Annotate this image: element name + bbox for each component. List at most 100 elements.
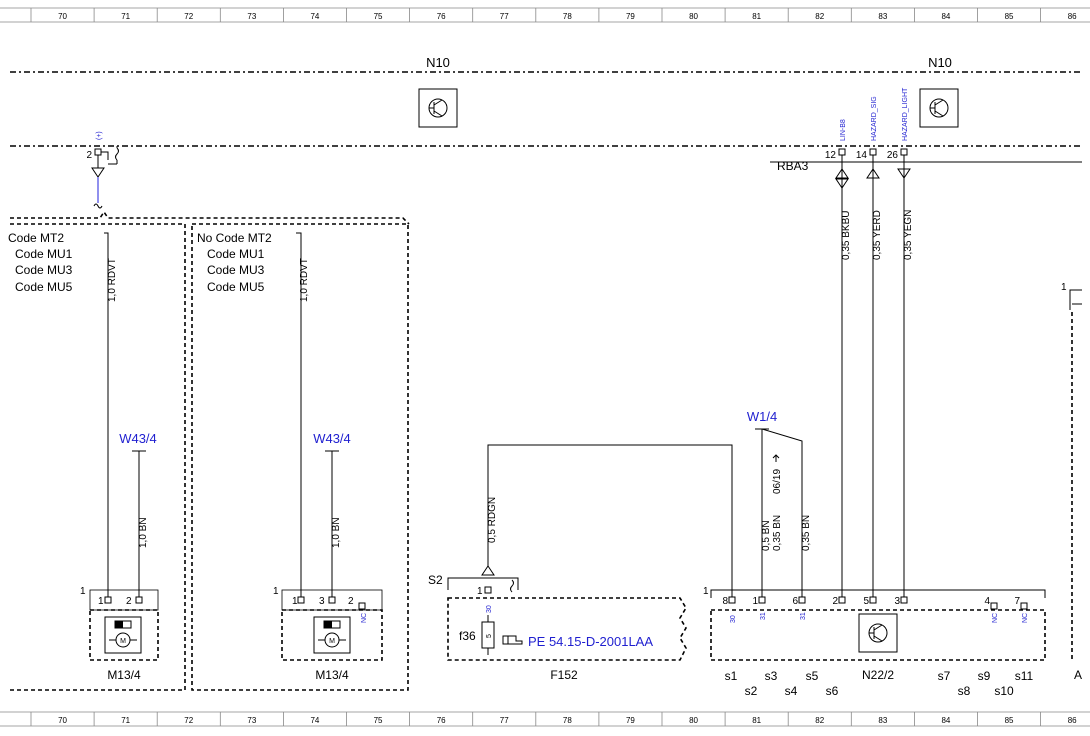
top-ruler-label: 80 — [689, 12, 698, 21]
top-ruler-label: 86 — [1068, 12, 1077, 21]
n10-pin-2[interactable]: (+) 2 — [86, 131, 119, 165]
top-ruler-label: 77 — [500, 12, 509, 21]
fuse-f36-label: f36 — [459, 629, 476, 643]
n22-pin-4[interactable]: 4 — [984, 596, 998, 610]
n22-pin-7[interactable]: 7 — [1014, 596, 1028, 610]
ground-w43-right[interactable]: W43/4 — [313, 431, 351, 446]
pe-reference-link[interactable]: PE 54.15-D-2001LAA — [528, 634, 653, 649]
wire-label-bn-right: 1,0 BN — [331, 517, 342, 548]
n22-pin-number: 7 — [1014, 596, 1020, 607]
bottom-ruler-label: 82 — [815, 716, 824, 725]
bottom-ruler-label: 84 — [941, 716, 950, 725]
bottom-ruler-label: 86 — [1068, 716, 1077, 725]
rba3-label: RBA3 — [777, 159, 809, 173]
variant-box-right — [191, 223, 409, 691]
ground-w1-4[interactable]: W1/4 — [747, 409, 777, 424]
rba3-pin-14[interactable]: HAZARD_SIG 14 — [856, 96, 878, 161]
wire-rdgn — [487, 444, 733, 598]
switch-label: s7 — [938, 669, 951, 683]
top-ruler-label: 74 — [310, 12, 319, 21]
bottom-ruler-label: 81 — [752, 716, 761, 725]
wire-label-rdvt-left: 1,0 RDVT — [107, 258, 118, 302]
n22-pin-6[interactable]: 6 — [792, 596, 806, 607]
n22-pin-2[interactable]: 2 — [832, 596, 846, 607]
right-edge-label: A — [1074, 668, 1082, 682]
n22-ref-pin: 1 — [703, 586, 709, 597]
top-ruler-label: 85 — [1005, 12, 1014, 21]
motor-right-pin-2: 2 — [348, 596, 354, 607]
pin-26-number: 26 — [887, 150, 899, 161]
rba3-pin-12[interactable]: LIN-B8 12 — [825, 119, 847, 161]
switch-label: s6 — [826, 684, 839, 698]
top-ruler-label: 83 — [878, 12, 887, 21]
motor-left-m-glyph: M — [120, 638, 126, 645]
ground-w43-left[interactable]: W43/4 — [119, 431, 157, 446]
top-ruler-label: 71 — [121, 12, 130, 21]
n22-pin-number: 4 — [984, 596, 990, 607]
top-ruler-label: 73 — [247, 12, 256, 21]
motor-right-label: M13/4 — [315, 668, 349, 682]
wire-label-bkbu: 0,35 BKBU — [841, 211, 852, 260]
motor-m13-right[interactable]: 1 1 3 2 NC M — [273, 586, 383, 661]
n22-pin-number: 1 — [752, 596, 758, 607]
hazard-light-label: HAZARD_LIGHT — [902, 87, 909, 141]
n22-pin-5[interactable]: 5 — [863, 596, 877, 607]
wire-break-symbol — [93, 203, 103, 209]
top-ruler-label: 76 — [437, 12, 446, 21]
switch-label: s8 — [958, 684, 971, 698]
f152-pin-30-label: 30 — [486, 605, 493, 613]
bottom-ruler-label: 71 — [121, 716, 130, 725]
note-06-19: 06/19 — [772, 469, 783, 494]
code-left-3: Code MU3 — [15, 263, 73, 277]
wire-label-bn-05: 0,5 BN — [761, 520, 772, 551]
code-list-right: No Code MT2 Code MU1 Code MU3 Code MU5 — [197, 231, 272, 294]
code-left-1: Code MT2 — [8, 231, 64, 245]
switch-label: s1 — [725, 669, 738, 683]
code-left-2: Code MU1 — [15, 247, 73, 261]
wire-label-bn-035-a: 0,35 BN — [772, 515, 783, 551]
s2-label: S2 — [428, 573, 443, 587]
switch-label: s3 — [765, 669, 778, 683]
hand-pointer-icon — [502, 635, 523, 645]
code-left-4: Code MU5 — [15, 280, 73, 294]
bottom-ruler-label: 73 — [247, 716, 256, 725]
wire-bn-035-b — [761, 428, 803, 598]
n10-left-module-icon[interactable] — [418, 88, 458, 128]
bottom-ruler-label: 75 — [374, 716, 383, 725]
switch-label: s2 — [745, 684, 758, 698]
code-list-left: Code MT2 Code MU1 Code MU3 Code MU5 — [8, 231, 73, 294]
n22-pin-number: 5 — [863, 596, 869, 607]
bottom-ruler-label: 72 — [184, 716, 193, 725]
right-edge-pin: 1 — [1061, 282, 1067, 293]
bottom-ruler-label: 79 — [626, 716, 635, 725]
wire-label-bn-035-b: 0,35 BN — [801, 515, 812, 551]
connector-arrow-f152 — [481, 565, 495, 576]
top-ruler-label: 72 — [184, 12, 193, 21]
n22-pin-8[interactable]: 8 — [722, 596, 736, 607]
code-right-3: Code MU3 — [207, 263, 265, 277]
n22-pin-number: 3 — [894, 596, 900, 607]
switch-label: s11 — [1015, 669, 1034, 683]
bottom-ruler-label: 70 — [58, 716, 67, 725]
switch-label: s10 — [994, 684, 1014, 698]
f152-label: F152 — [550, 668, 578, 682]
n22-pin-3[interactable]: 3 — [894, 596, 908, 607]
n22-pin-number: 2 — [832, 596, 838, 607]
n22-pin-number: 6 — [792, 596, 798, 607]
motor-left-pin-2: 2 — [126, 596, 132, 607]
rba3-pin-26[interactable]: HAZARD_LIGHT 26 — [887, 87, 909, 161]
top-ruler-label: 81 — [752, 12, 761, 21]
fuse-f152[interactable]: 1 30 5 f36 PE 54.15-D-2001LAA — [447, 577, 687, 661]
motor-right-pin-3: 3 — [319, 596, 325, 607]
motor-m13-left[interactable]: 1 1 2 M — [80, 586, 159, 661]
n22-pin-1[interactable]: 1 — [752, 596, 766, 607]
top-ruler-label: 75 — [374, 12, 383, 21]
n10-right-module-icon[interactable] — [919, 88, 959, 128]
motor-right-nc: NC — [361, 613, 368, 623]
wire-rdvt-left — [104, 232, 109, 598]
f152-pin-1: 1 — [477, 586, 483, 597]
